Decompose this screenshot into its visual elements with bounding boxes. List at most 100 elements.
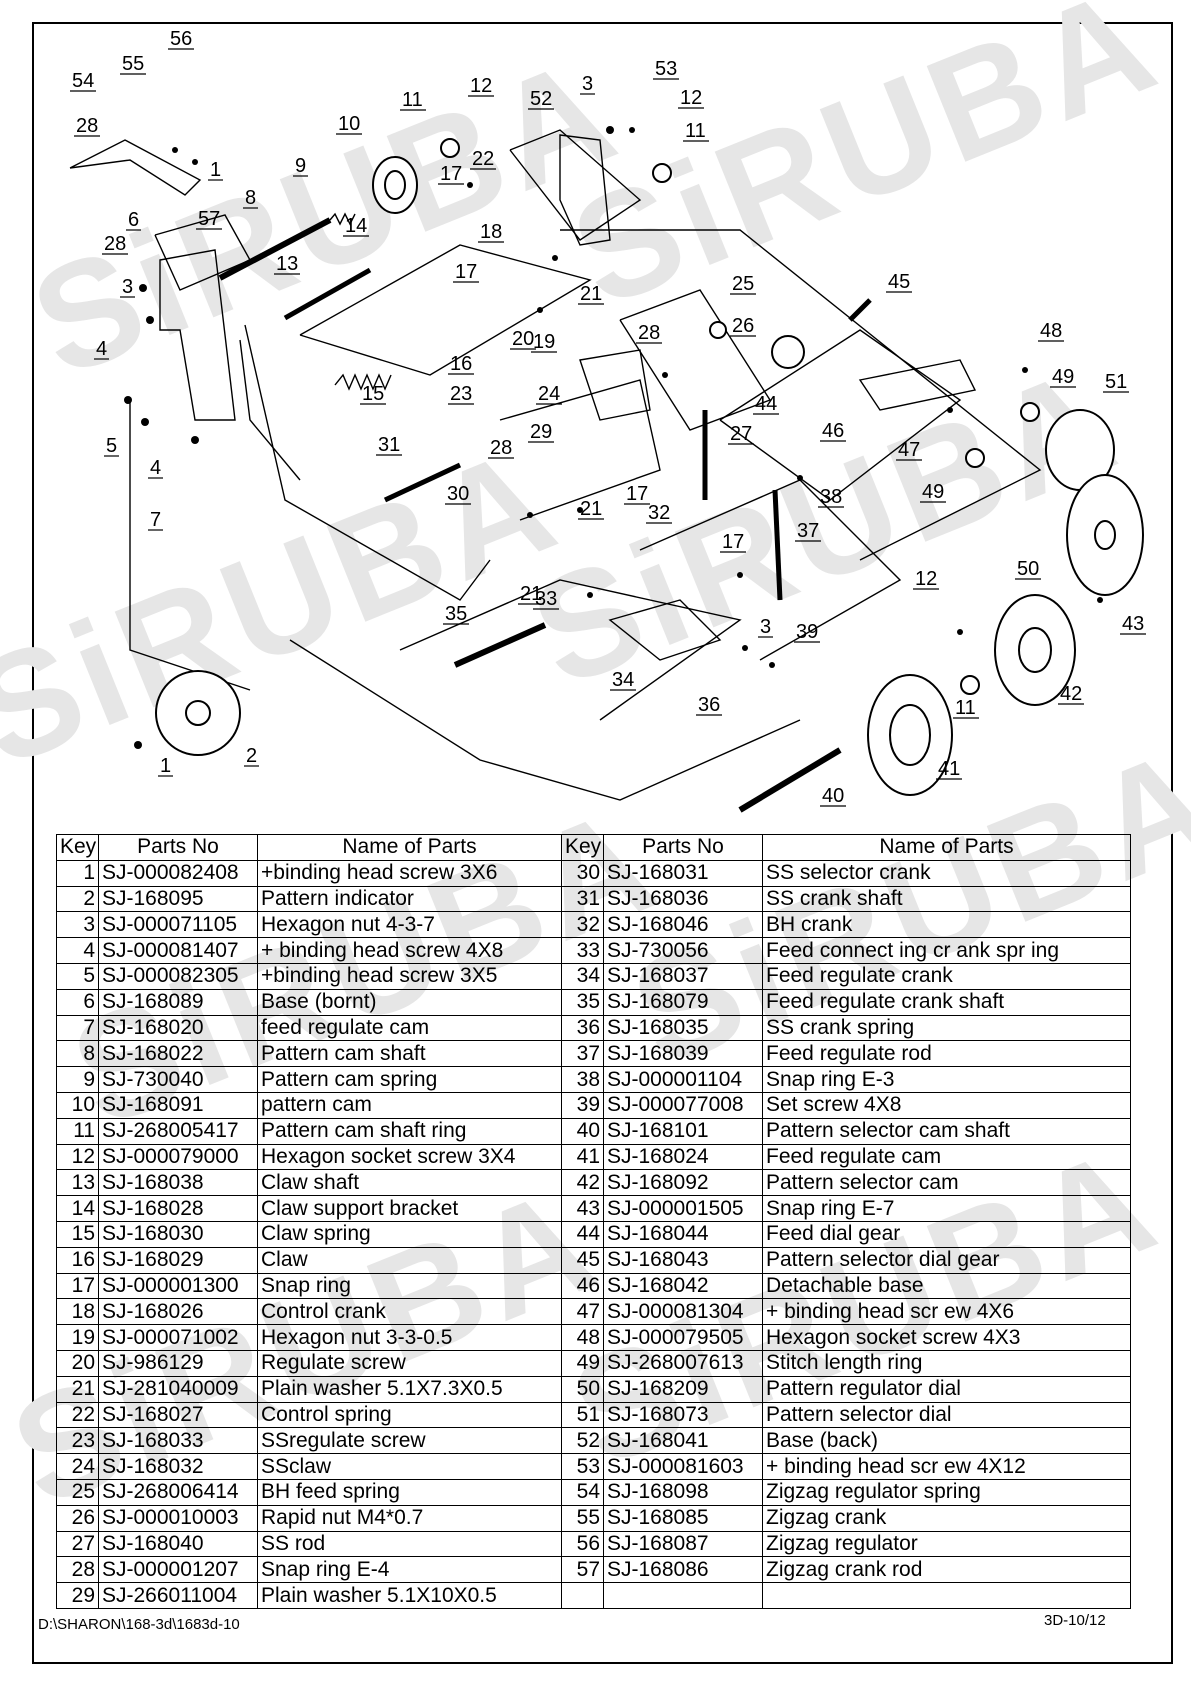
- callout-label: 53: [655, 58, 677, 80]
- callout-label: 19: [533, 331, 555, 353]
- callout-label: 6: [128, 209, 139, 231]
- callout-label: 38: [820, 486, 842, 508]
- callout-label: 45: [888, 271, 910, 293]
- callout-label: 35: [445, 603, 467, 625]
- file-path: D:\SHARON\168-3d\1683d-10: [38, 1616, 240, 1633]
- key-cell: 53: [561, 1453, 604, 1480]
- callout-label: 55: [122, 53, 144, 75]
- callout-label: 17: [455, 261, 477, 283]
- part-number-cell: SJ-168040: [98, 1530, 258, 1558]
- key-cell: 41: [561, 1143, 604, 1171]
- callout-label: 30: [447, 483, 469, 505]
- part-number-cell: SJ-168043: [603, 1246, 763, 1274]
- key-cell: 57: [561, 1556, 604, 1584]
- part-number-cell: SJ-281040009: [98, 1375, 258, 1403]
- part-number-cell: SJ-168027: [98, 1401, 258, 1429]
- callout-label: 3: [582, 73, 593, 95]
- part-number-cell: SJ-168037: [603, 962, 763, 990]
- part-name-cell: Stitch length ring: [762, 1349, 1131, 1377]
- key-cell: 31: [561, 885, 604, 913]
- part-name-cell: BH feed spring: [257, 1478, 562, 1506]
- key-cell: 14: [56, 1195, 99, 1222]
- key-cell: 32: [561, 911, 604, 939]
- key-cell: 24: [56, 1453, 99, 1480]
- part-number-cell: SJ-168026: [98, 1298, 258, 1326]
- key-cell: 26: [56, 1504, 99, 1532]
- part-number-cell: SJ-168079: [603, 988, 763, 1016]
- part-number-cell: SJ-000071105: [98, 911, 258, 939]
- part-number-cell: SJ-168042: [603, 1272, 763, 1300]
- key-cell: 30: [561, 859, 604, 887]
- part-number-cell: SJ-000001104: [603, 1066, 763, 1093]
- callout-label: 12: [680, 87, 702, 109]
- key-cell: 28: [56, 1556, 99, 1584]
- part-number-cell: SJ-168092: [603, 1169, 763, 1197]
- key-cell: 27: [56, 1530, 99, 1558]
- table-header-row: Key Parts No Name of Parts Key Parts No …: [56, 834, 1131, 861]
- part-number-cell: SJ-000081407: [98, 937, 258, 964]
- callout-label: 11: [402, 89, 423, 111]
- key-cell: 18: [56, 1298, 99, 1326]
- key-cell: 36: [561, 1014, 604, 1042]
- part-name-cell: Feed regulate crank: [762, 962, 1131, 990]
- part-number-cell: SJ-168030: [98, 1220, 258, 1248]
- part-name-cell: Claw support bracket: [257, 1195, 562, 1222]
- callout-label: 24: [538, 383, 560, 405]
- part-number-cell: SJ-168024: [603, 1143, 763, 1171]
- part-number-cell: SJ-168095: [98, 885, 258, 913]
- part-number-cell: SJ-000082305: [98, 962, 258, 990]
- header-key: Key: [561, 834, 604, 861]
- part-number-cell: SJ-730040: [98, 1066, 258, 1093]
- part-number-cell: SJ-000082408: [98, 859, 258, 887]
- key-cell: 50: [561, 1375, 604, 1403]
- callout-label: 5: [106, 435, 117, 457]
- key-cell: 23: [56, 1427, 99, 1455]
- callout-label: 22: [472, 148, 494, 170]
- callout-label: 51: [1105, 371, 1127, 393]
- part-name-cell: [762, 1582, 1131, 1609]
- part-name-cell: Snap ring E-7: [762, 1195, 1131, 1222]
- key-cell: 16: [56, 1246, 99, 1274]
- header-parts-no: Parts No: [98, 834, 258, 861]
- part-name-cell: Hexagon socket screw 4X3: [762, 1324, 1131, 1351]
- callout-label: 41: [938, 758, 960, 780]
- key-cell: 25: [56, 1478, 99, 1506]
- parts-table: Key Parts No Name of Parts Key Parts No …: [56, 834, 1131, 1609]
- part-name-cell: Pattern selector cam: [762, 1169, 1131, 1197]
- part-number-cell: SJ-168209: [603, 1375, 763, 1403]
- part-name-cell: Pattern indicator: [257, 885, 562, 913]
- key-cell: 6: [56, 988, 99, 1016]
- part-name-cell: pattern cam: [257, 1091, 562, 1119]
- part-name-cell: Feed regulate crank shaft: [762, 988, 1131, 1016]
- part-number-cell: SJ-168033: [98, 1427, 258, 1455]
- header-name-of-parts: Name of Parts: [762, 834, 1131, 861]
- part-name-cell: Pattern cam spring: [257, 1066, 562, 1093]
- key-cell: 40: [561, 1117, 604, 1145]
- part-number-cell: SJ-000001207: [98, 1556, 258, 1584]
- part-number-cell: SJ-000001505: [603, 1195, 763, 1222]
- key-cell: 7: [56, 1014, 99, 1042]
- part-number-cell: SJ-000001300: [98, 1272, 258, 1300]
- key-cell: 1: [56, 859, 99, 887]
- callout-label: 49: [1052, 366, 1074, 388]
- header-key: Key: [56, 834, 99, 861]
- key-cell: 38: [561, 1066, 604, 1093]
- callout-label: 56: [170, 28, 192, 50]
- part-name-cell: SSregulate screw: [257, 1427, 562, 1455]
- part-name-cell: Zigzag crank rod: [762, 1556, 1131, 1584]
- part-number-cell: SJ-266011004: [98, 1582, 258, 1609]
- key-cell: 51: [561, 1401, 604, 1429]
